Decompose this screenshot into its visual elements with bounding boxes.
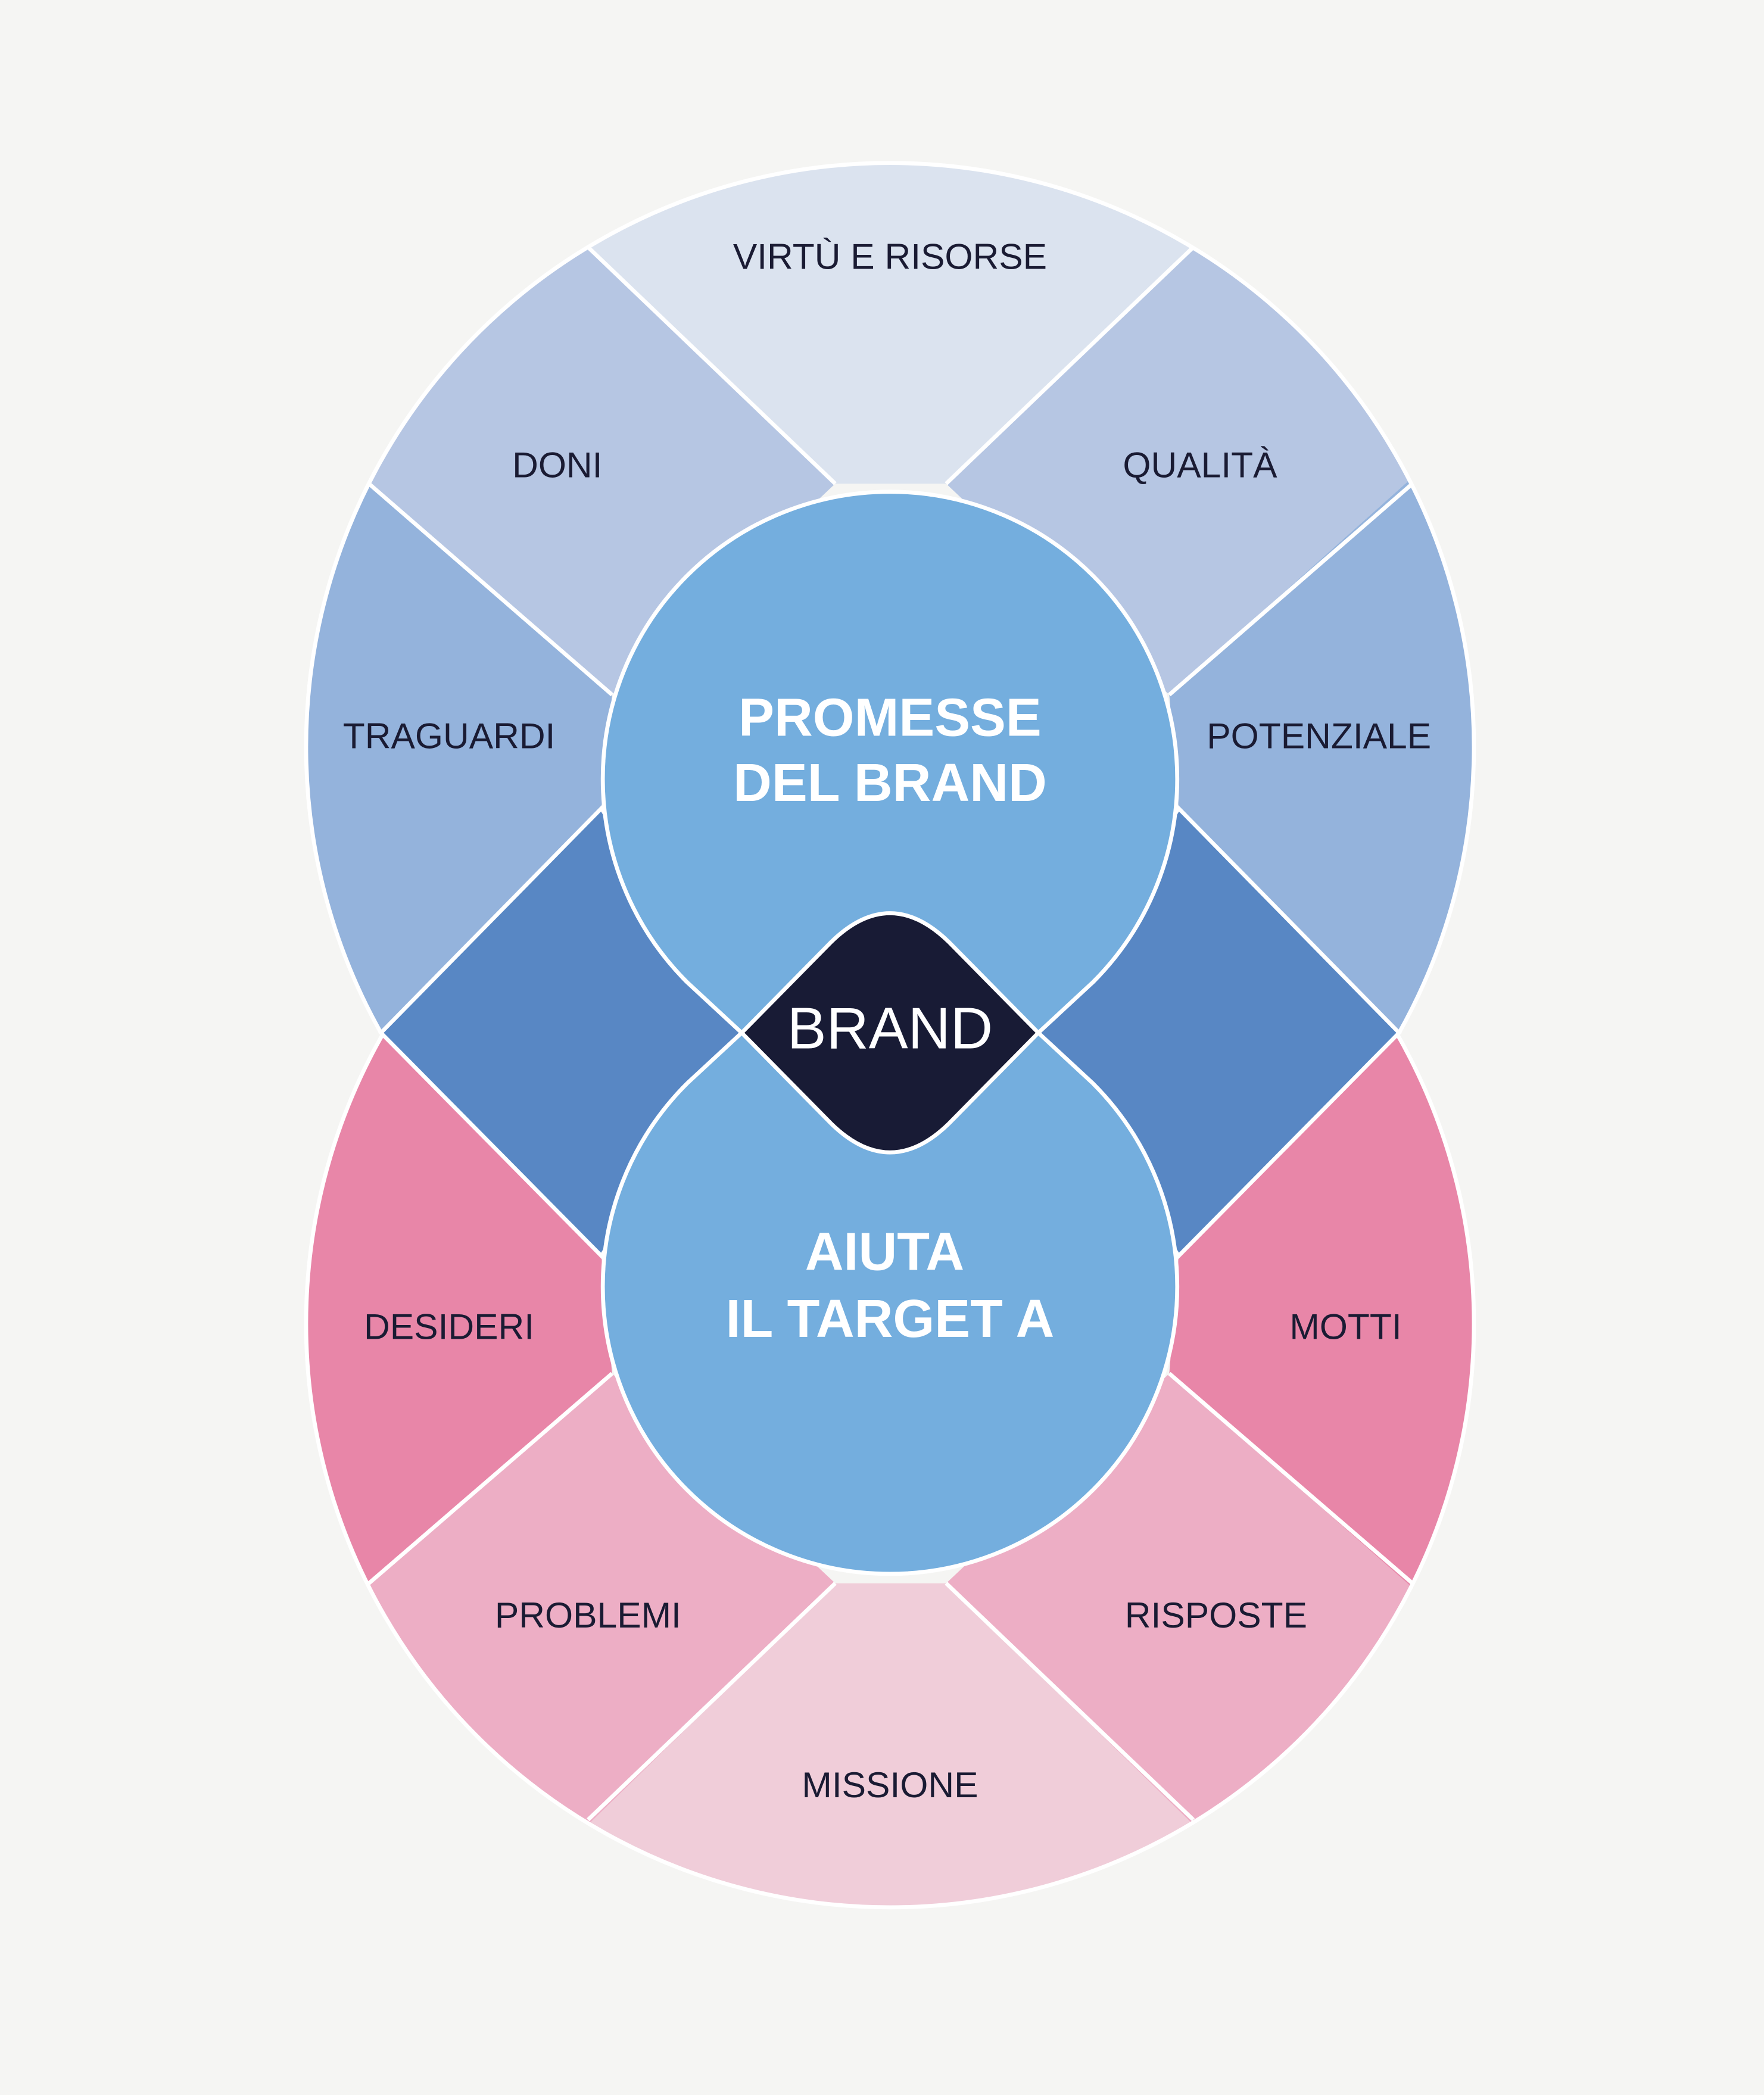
- label-risposte: RISPOSTE: [1125, 1595, 1307, 1635]
- label-traguardi: TRAGUARDI: [343, 716, 556, 756]
- bottom-circle-line1: AIUTA: [805, 1223, 964, 1282]
- label-qualita: QUALITÀ: [1123, 444, 1277, 485]
- segment-virtu: [588, 163, 1193, 484]
- label-potenziale: POTENZIALE: [1207, 716, 1431, 756]
- bottom-circle: [600, 1030, 1180, 1576]
- brand-label: BRAND: [787, 995, 993, 1061]
- label-virtu: VIRTÙ E RISORSE: [733, 236, 1047, 276]
- label-motti: MOTTI: [1289, 1306, 1401, 1346]
- top-circle-line2: DEL BRAND: [733, 753, 1047, 813]
- label-problemi: PROBLEMI: [495, 1595, 681, 1635]
- label-desideri: DESIDERI: [364, 1306, 534, 1346]
- segment-missione: [588, 1583, 1193, 1907]
- label-doni: DONI: [512, 444, 602, 485]
- brand-diamond: [738, 911, 1042, 1155]
- top-circle-line1: PROMESSE: [738, 688, 1042, 747]
- bottom-circle-line2: IL TARGET A: [726, 1289, 1055, 1349]
- label-missione: MISSIONE: [802, 1764, 978, 1805]
- top-circle: [600, 490, 1180, 1035]
